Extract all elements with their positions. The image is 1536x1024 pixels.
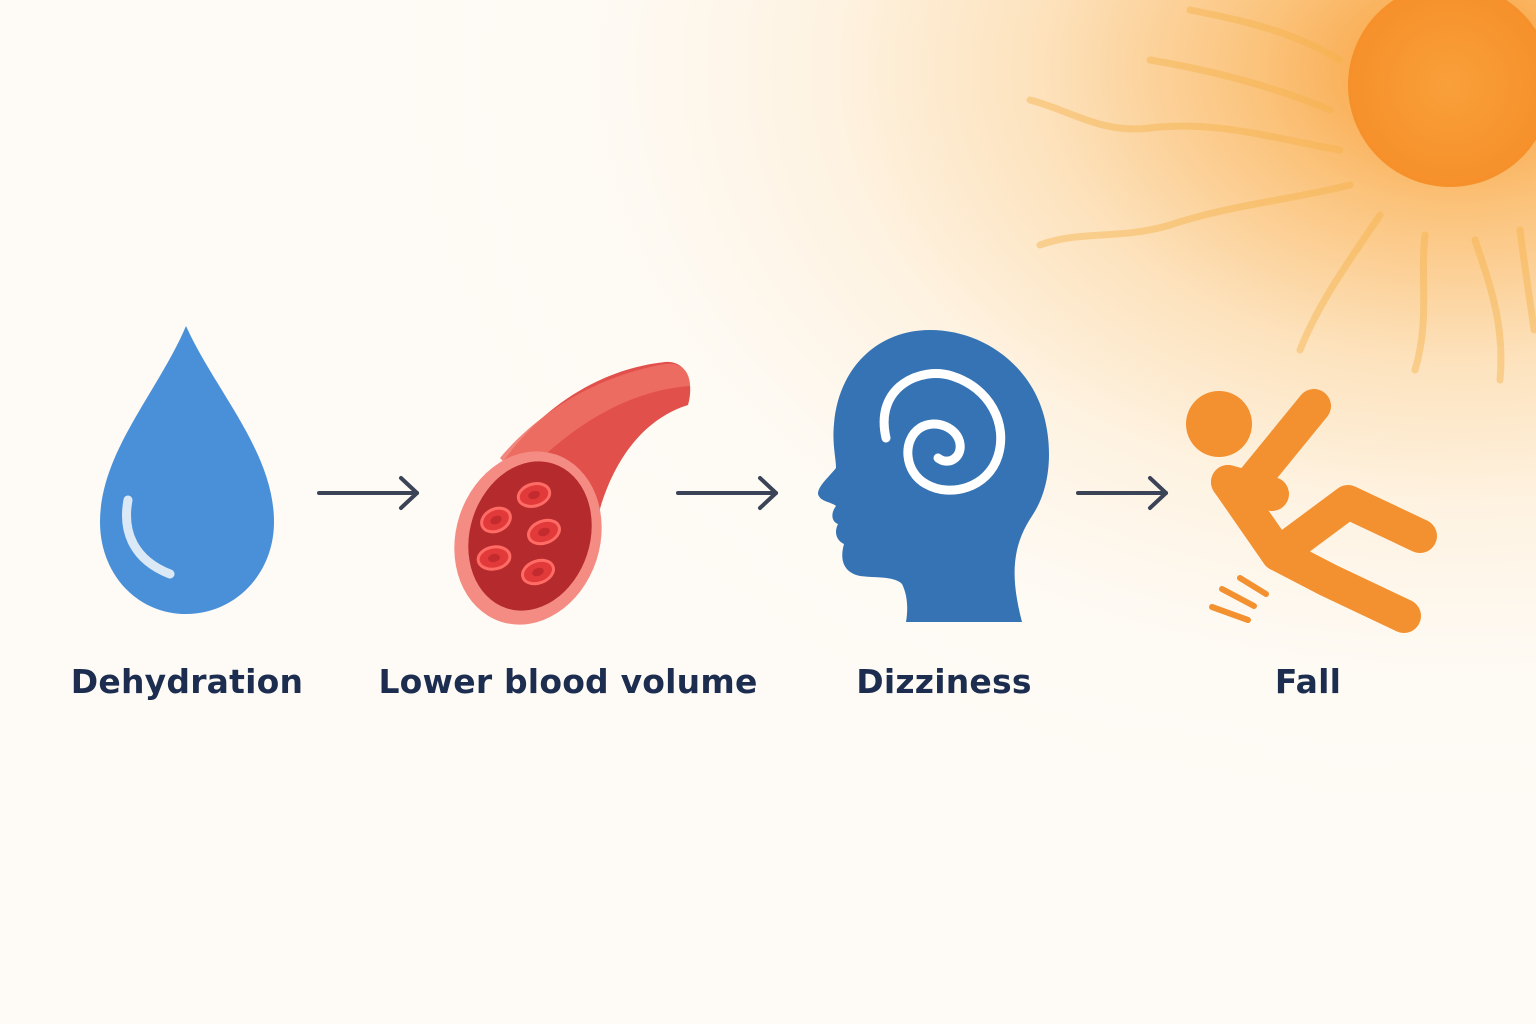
arrow-right-icon: [1076, 476, 1168, 510]
blood-vessel-icon: [454, 361, 691, 625]
falling-person-icon: [1186, 389, 1437, 633]
step-label-dehydration: Dehydration: [70, 662, 304, 701]
step-label-fall: Fall: [1274, 662, 1342, 701]
dizzy-head-icon: [818, 330, 1049, 622]
step-label-dizziness: Dizziness: [856, 662, 1032, 701]
arrow-right-icon: [676, 476, 778, 510]
arrow-right-icon: [317, 476, 419, 510]
water-drop-icon: [100, 326, 274, 614]
step-label-lower-blood-volume: Lower blood volume: [378, 662, 758, 701]
